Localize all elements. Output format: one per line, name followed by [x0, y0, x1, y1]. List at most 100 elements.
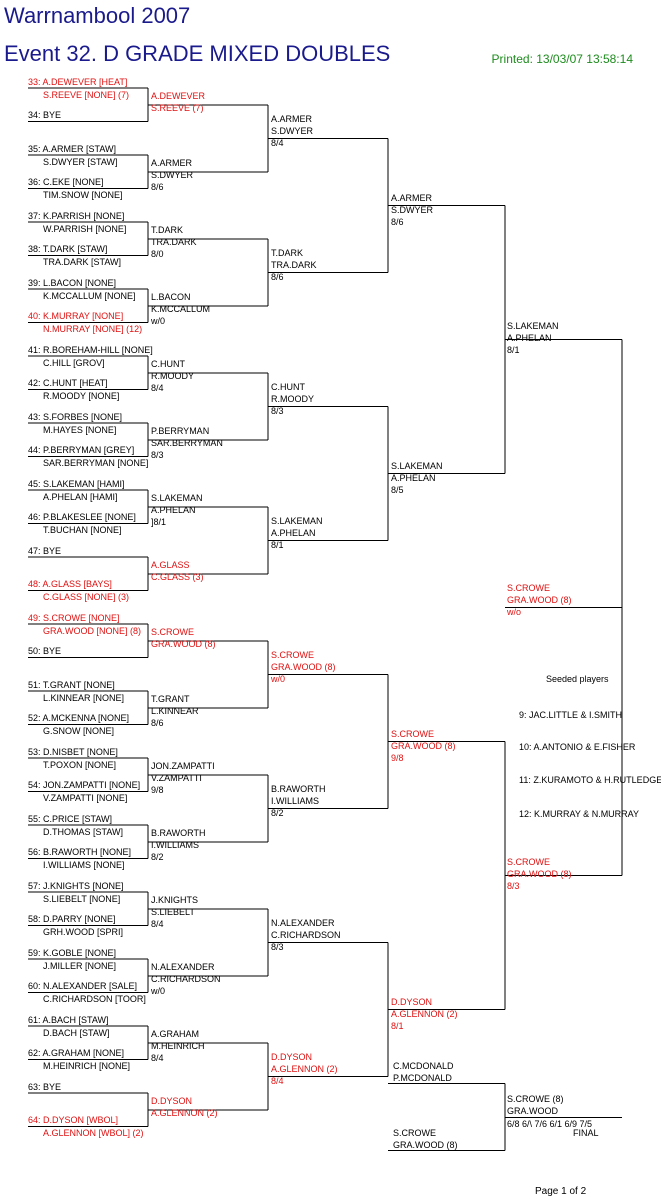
player-line: TIM.SNOW [NONE]: [43, 190, 123, 200]
match-score: 8/3: [271, 941, 284, 952]
player-line: 58: D.PARRY [NONE]: [28, 914, 116, 924]
winner-line: S.CROWE: [507, 582, 551, 593]
winner-line: S.LIEBELT: [151, 907, 195, 918]
tournament-title: Warrnambool 2007: [4, 3, 191, 28]
winner-line: N.ALEXANDER: [151, 962, 215, 973]
winner-line: L.KINNEAR: [151, 706, 199, 717]
player-line: 49: S.CROWE [NONE]: [28, 612, 120, 623]
winner-line: C.HUNT: [151, 359, 185, 370]
match-score: w/0: [151, 986, 166, 997]
player-line: 39: L.BACON [NONE]: [28, 277, 117, 288]
match-score: 8/1: [271, 539, 284, 550]
winner-line: S.CROWE: [391, 728, 435, 739]
winner-line: S.DWYER: [271, 125, 314, 136]
winner-line: K.MCCALLUM: [151, 304, 211, 315]
winner-line: A.GLENNON (2): [271, 1063, 338, 1074]
player-line: 41: R.BOREHAM-HILL [NONE]: [28, 344, 153, 355]
winner-line: S.CROWE: [507, 856, 551, 867]
seed-item: 12: K.MURRAY & N.MURRAY: [519, 809, 640, 819]
winner-line: A.ARMER: [151, 158, 193, 169]
winner-line: GRA.WOOD (8): [391, 740, 456, 751]
player-line: 37: K.PARRISH [NONE]: [28, 210, 125, 221]
player-line: C.RICHARDSON [TOOR]: [43, 994, 146, 1004]
match-score: 8/5: [391, 484, 404, 495]
player-line: 40: K.MURRAY [NONE]: [28, 311, 124, 321]
player-line: C.GLASS [NONE] (3): [43, 592, 130, 602]
winner-line: A.PHELAN: [391, 472, 436, 483]
winner-line: N.ALEXANDER: [271, 917, 335, 928]
player-line: 59: K.GOBLE [NONE]: [28, 947, 117, 958]
player-line: 48: A.GLASS [BAYS]: [28, 579, 112, 589]
player-line: 56: B.RAWORTH [NONE]: [28, 847, 132, 857]
player-line: W.PARRISH [NONE]: [43, 223, 127, 234]
winner-line: C.GLASS (3): [151, 572, 204, 583]
winner-line: S.CROWE: [151, 627, 195, 638]
match-score: 8/3: [507, 880, 520, 891]
winner-line: R.MOODY: [271, 393, 315, 404]
match-score: 9/8: [391, 752, 404, 763]
champion-line: S.CROWE (8): [507, 1094, 564, 1104]
match-score: 8/4: [271, 1075, 284, 1086]
player-line: I.WILLIAMS [NONE]: [43, 860, 125, 870]
player-line: 64: D.DYSON [WBOL]: [28, 1115, 119, 1125]
match-score: 8/1: [507, 344, 520, 355]
match-score: w/0: [151, 316, 166, 327]
winner-line: M.HEINRICH: [151, 1041, 205, 1052]
player-line: 42: C.HUNT [HEAT]: [28, 378, 108, 388]
match-score: 8/4: [151, 383, 164, 394]
player-line: T.POXON [NONE]: [43, 759, 117, 770]
player-line: R.MOODY [NONE]: [43, 391, 120, 401]
player-line: 35: A.ARMER [STAW]: [28, 143, 117, 154]
winner-line: JON.ZAMPATTI: [151, 761, 215, 772]
winner-line: S.DWYER: [151, 170, 194, 181]
player-line: S.REEVE [NONE] (7): [43, 89, 130, 100]
player-line: M.HEINRICH [NONE]: [43, 1061, 131, 1071]
match-score: 8/2: [271, 807, 284, 818]
page-number: Page 1 of 2: [535, 1186, 587, 1197]
winner-line: GRA.WOOD (8): [151, 639, 216, 650]
match-score: 9/8: [151, 785, 164, 796]
player-line: 51: T.GRANT [NONE]: [28, 679, 115, 690]
match-score: 8/3: [271, 405, 284, 416]
winner-line: A.GLASS: [151, 560, 190, 571]
seed-item: 10: A.ANTONIO & E.FISHER: [519, 742, 636, 752]
winner-line: GRA.WOOD (8): [507, 594, 572, 605]
winner-line: S.LAKEMAN: [507, 320, 559, 331]
winner-line: A.GLENNON (2): [151, 1108, 218, 1119]
winner-line: D.DYSON: [391, 996, 433, 1007]
printed-timestamp: Printed: 13/03/07 13:58:14: [491, 52, 633, 66]
player-line: 34: BYE: [28, 110, 62, 120]
winner-line: TRA.DARK: [151, 237, 197, 248]
match-score: 8/2: [151, 852, 164, 863]
player-line: 47: BYE: [28, 545, 62, 556]
winner-line: S.LAKEMAN: [271, 515, 323, 526]
winner-line: I.WILLIAMS: [271, 795, 320, 806]
player-line: 62: A.GRAHAM [NONE]: [28, 1048, 125, 1058]
match-score: 8/3: [151, 450, 164, 461]
player-line: A.GLENNON [WBOL] (2): [43, 1128, 144, 1138]
winner-line: A.ARMER: [391, 192, 433, 203]
seeded-players-title: Seeded players: [546, 674, 609, 684]
seed-item: 11: Z.KURAMOTO & H.RUTLEDGE: [519, 775, 661, 785]
winner-line: I.WILLIAMS: [151, 840, 200, 851]
winner-line: D.DYSON: [271, 1051, 313, 1062]
player-line: L.KINNEAR [NONE]: [43, 692, 125, 703]
winner-line: S.DWYER: [391, 204, 434, 215]
player-line: 36: C.EKE [NONE]: [28, 177, 104, 187]
player-line: 38: T.DARK [STAW]: [28, 244, 108, 254]
winner-line: S.LAKEMAN: [391, 460, 443, 471]
player-line: 52: A.MCKENNA [NONE]: [28, 713, 130, 723]
match-score: w/0: [271, 673, 286, 684]
match-score: 8/1: [391, 1020, 404, 1031]
player-line: 44: P.BERRYMAN [GREY]: [28, 445, 135, 455]
winner-line: L.BACON: [151, 292, 191, 303]
winner-line: T.DARK: [151, 225, 184, 236]
winner-line: C.RICHARDSON: [151, 974, 221, 985]
winner-line: S.LAKEMAN: [151, 493, 203, 504]
winner-line: B.RAWORTH: [271, 783, 326, 794]
winner-line: GRA.WOOD (8): [271, 661, 336, 672]
player-line: G.SNOW [NONE]: [43, 726, 115, 736]
player-line: D.THOMAS [STAW]: [43, 826, 123, 837]
player-line: N.MURRAY [NONE] (12): [43, 324, 143, 334]
